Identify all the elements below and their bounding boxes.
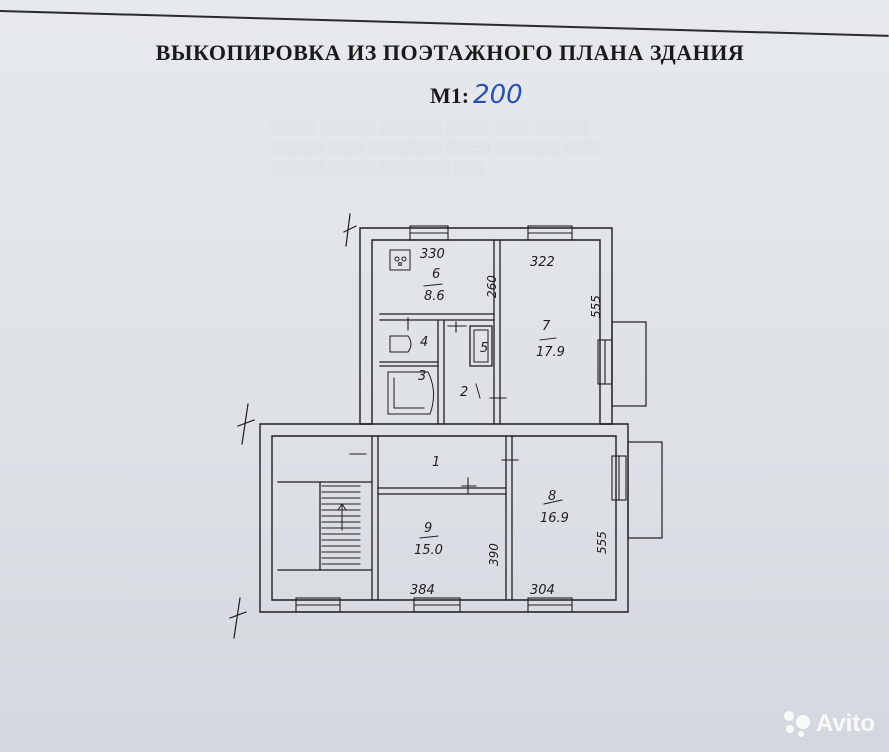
dim-room7-height: 555	[589, 295, 603, 318]
room9-area: 15.0	[414, 543, 443, 558]
scale-label: М1:200	[430, 80, 523, 110]
room6-number: 6	[432, 267, 440, 282]
room6-area: 8.6	[424, 289, 445, 304]
dim-room9-height: 390	[487, 543, 501, 566]
room8-number: 8	[548, 489, 556, 504]
fraction-bars	[419, 283, 563, 539]
room1-number: 1	[432, 455, 440, 470]
dim-room8-height: 555	[595, 531, 609, 554]
windows	[295, 225, 627, 613]
door-marks	[349, 317, 519, 495]
dim-room9-width: 384	[410, 583, 435, 598]
avito-watermark: Avito	[783, 710, 875, 738]
staircase	[321, 485, 361, 565]
room8-area: 16.9	[540, 511, 569, 526]
room5-number: 5	[480, 341, 488, 356]
dim-room6-width: 330	[420, 247, 445, 262]
room3-number: 3	[418, 369, 426, 384]
room7-number: 7	[542, 319, 551, 334]
bleed-through-text: ░░░░░ ░░░░░░ ░░░░░░░ ░░░░░ ░░░░ ░░░░░░░░…	[270, 120, 600, 175]
interior-walls	[277, 239, 513, 601]
dim-room6-height: 260	[485, 275, 499, 298]
watermark-text: Avito	[815, 710, 875, 737]
outer-walls-lower	[259, 423, 629, 613]
room9-number: 9	[424, 521, 432, 536]
dim-room8-width: 304	[530, 583, 555, 598]
document-title: ВЫКОПИРОВКА ИЗ ПОЭТАЖНОГО ПЛАНА ЗДАНИЯ	[155, 40, 745, 65]
scale-value: 200	[473, 80, 523, 110]
avito-logo-icon	[783, 711, 810, 737]
room2-number: 2	[460, 385, 468, 400]
scale-prefix: М1:	[430, 83, 470, 108]
fixtures	[387, 249, 489, 415]
room7-area: 17.9	[536, 345, 565, 360]
room4-number: 4	[420, 335, 428, 350]
balconies	[611, 321, 663, 539]
dim-room7-width: 322	[530, 255, 555, 270]
break-lines	[229, 213, 357, 639]
